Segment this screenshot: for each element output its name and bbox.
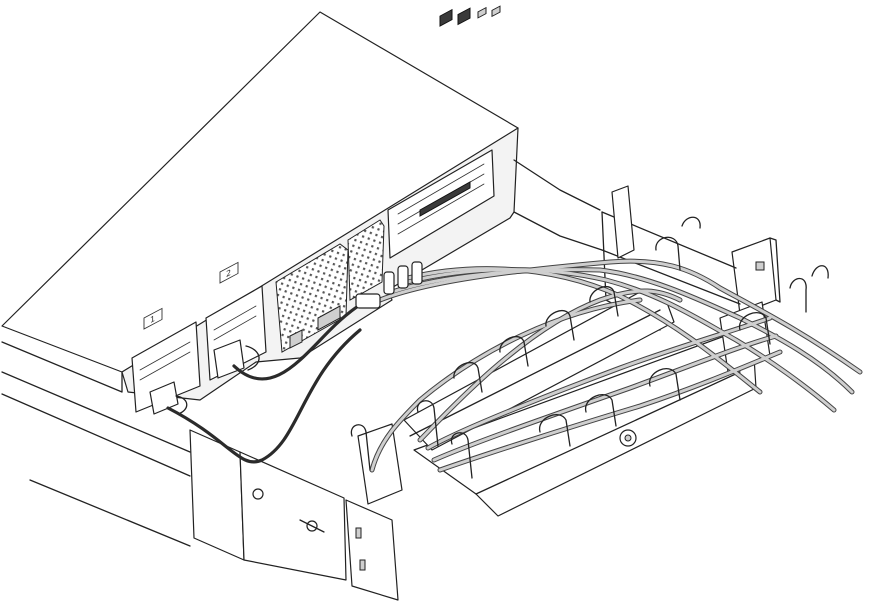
svg-text:1: 1 <box>150 314 155 326</box>
cable-connectors <box>355 261 423 309</box>
cma-upper-arm-edge <box>409 309 661 437</box>
slot-line-3 <box>397 183 485 235</box>
vent-grille-right <box>347 219 385 301</box>
power-plug-1 <box>149 381 179 415</box>
cable-5 <box>426 316 772 450</box>
cable-9 <box>370 298 642 472</box>
hook-2 <box>681 216 701 229</box>
strap-2 <box>499 336 529 367</box>
rail-slot <box>299 519 325 533</box>
vent-grille-left <box>275 243 349 353</box>
rail-edge-upper <box>1 371 191 453</box>
rear-io-ports <box>289 5 501 349</box>
front-clip-1 <box>350 424 371 471</box>
hook-1 <box>655 236 681 271</box>
chassis-right-wall <box>513 159 601 211</box>
connector-1 <box>383 271 395 295</box>
right-rail-bracket <box>731 237 777 315</box>
psu-labels: 1 2 <box>143 261 239 330</box>
expansion-slots <box>387 149 495 259</box>
hook-3 <box>789 277 807 313</box>
usb-port-2 <box>491 5 501 18</box>
cable-7 <box>438 350 782 472</box>
strap-1 <box>453 362 483 393</box>
cables <box>166 258 863 473</box>
rail-screw-1 <box>252 488 264 500</box>
strap-8 <box>739 312 771 345</box>
front-clip-2 <box>416 400 439 447</box>
chassis-side-edge <box>1 341 123 393</box>
rear-bracket-post <box>611 185 635 259</box>
network-port-1 <box>439 8 453 27</box>
psu2-handle <box>245 345 260 371</box>
left-rail-extension <box>239 451 347 581</box>
cma-left-mount <box>357 423 403 505</box>
cable-8 <box>418 289 682 442</box>
cable-4 <box>406 267 762 394</box>
psu1-handle <box>175 395 188 415</box>
chassis-right-wall-lower <box>513 211 603 251</box>
network-port-2 <box>457 7 471 26</box>
cable-straps <box>350 216 829 479</box>
connector-4 <box>355 293 381 309</box>
strap-6 <box>585 394 617 427</box>
cma-hinge-pin <box>624 434 632 442</box>
cma-lower-tray-edge <box>475 371 741 495</box>
psu1-detail <box>139 341 191 381</box>
connector-3 <box>411 261 423 285</box>
psu-label-1: 1 <box>143 307 163 330</box>
strap-4 <box>589 286 619 317</box>
slot-line-1 <box>397 163 485 215</box>
power-cord-1 <box>166 328 362 464</box>
bracket-hole-2 <box>359 559 366 571</box>
connector-2 <box>397 265 409 289</box>
psu2-detail <box>213 305 257 341</box>
cable-6 <box>432 334 778 462</box>
power-supplies <box>131 285 267 415</box>
strap-7 <box>649 368 681 401</box>
front-clip-3 <box>450 432 473 479</box>
cable-bundle <box>370 259 862 472</box>
serial-port <box>317 305 341 331</box>
rail-end-bracket <box>345 499 399 601</box>
svg-text:2: 2 <box>226 268 231 280</box>
rail-edge-lower <box>1 393 191 477</box>
rear-vent-grille <box>275 219 385 353</box>
bracket-hole-1 <box>355 527 362 539</box>
cable-2 <box>390 268 854 394</box>
hook-4 <box>811 265 829 279</box>
slot-cutout <box>419 181 471 217</box>
cable-1 <box>378 259 862 374</box>
psu-label-2: 2 <box>219 261 239 284</box>
strap-3 <box>545 310 575 341</box>
usb-port-1 <box>477 6 487 19</box>
left-rail-bracket <box>189 429 245 561</box>
right-rail-edge <box>769 237 781 303</box>
rail-edge-bottom <box>29 479 191 547</box>
power-supply-1 <box>131 321 201 413</box>
cable-3 <box>398 268 836 412</box>
strap-5 <box>539 414 571 447</box>
video-port <box>289 329 303 349</box>
right-bracket-hole <box>755 261 765 271</box>
